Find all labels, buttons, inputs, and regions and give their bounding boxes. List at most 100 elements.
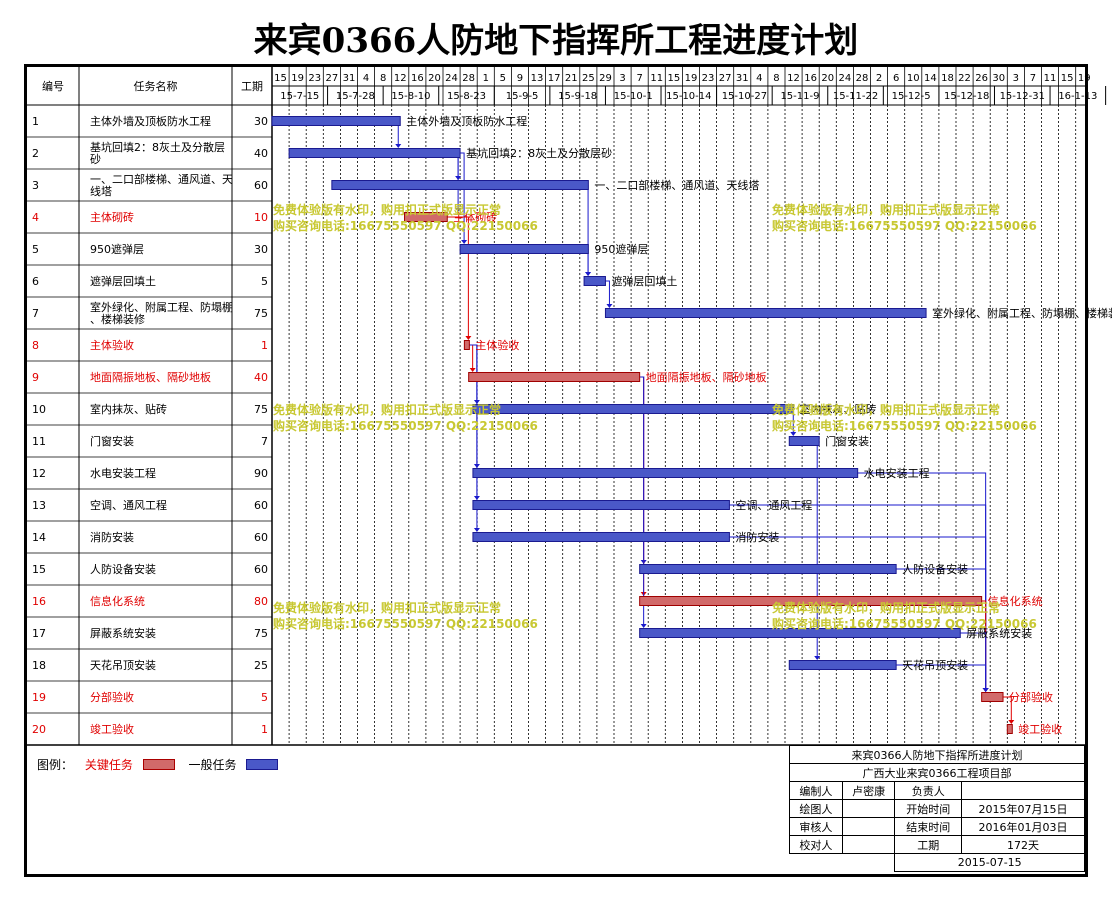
- task-id: 12: [32, 467, 46, 480]
- task-duration: 90: [254, 467, 268, 480]
- dependency-arrow: [395, 144, 402, 148]
- task-name: 室内抹灰、贴砖: [90, 402, 167, 416]
- day-tick-label: 4: [756, 73, 762, 84]
- day-tick-label: 9: [517, 73, 523, 84]
- watermark-text: 免费体验版有水印，购用扣正式版显示正常: [273, 202, 501, 217]
- task-duration: 75: [254, 627, 268, 640]
- watermark-text: 免费体验版有水印，购用扣正式版显示正常: [273, 600, 501, 615]
- watermark-text: 购买咨询电话:16675550597 QQ:22150066: [273, 418, 538, 433]
- watermark-text: 免费体验版有水印，购用扣正式版显示正常: [772, 600, 1000, 615]
- day-tick-label: 15: [1061, 73, 1074, 84]
- week-tick-label: 15-12-31: [1000, 91, 1045, 102]
- dependency-arrow: [585, 272, 592, 276]
- task-name: 消防安装: [90, 530, 134, 544]
- day-tick-label: 28: [462, 73, 475, 84]
- legend-critical-swatch: [142, 759, 175, 770]
- day-tick-label: 7: [636, 73, 642, 84]
- day-tick-label: 27: [325, 73, 338, 84]
- week-tick-label: 15-10-1: [614, 91, 653, 102]
- day-tick-label: 3: [1013, 73, 1019, 84]
- day-tick-label: 23: [308, 73, 321, 84]
- day-tick-label: 23: [702, 73, 715, 84]
- task-bar: [788, 660, 897, 670]
- page-title: 来宾0366人防地下指挥所工程进度计划: [253, 21, 859, 61]
- legend-label: 图例：: [37, 758, 74, 772]
- info-editor: 卢密康: [841, 781, 896, 800]
- task-duration: 75: [254, 403, 268, 416]
- task-id: 18: [32, 659, 46, 672]
- task-bar: [331, 180, 589, 190]
- task-bar: [271, 116, 401, 126]
- day-tick-label: 26: [975, 73, 988, 84]
- dependency-link: [605, 280, 610, 307]
- task-id: 7: [32, 307, 39, 320]
- day-tick-label: 12: [787, 73, 800, 84]
- task-duration: 60: [254, 179, 268, 192]
- dependency-arrow: [640, 624, 647, 628]
- info-owner-label: 负责人: [894, 781, 962, 800]
- task-id: 2: [32, 147, 39, 160]
- task-name: 天花吊顶安装: [90, 658, 156, 672]
- task-bar: [468, 372, 641, 382]
- info-date: 2015-07-15: [894, 853, 1085, 872]
- day-tick-label: 13: [531, 73, 544, 84]
- day-tick-label: 24: [445, 73, 458, 84]
- task-id: 1: [32, 115, 39, 128]
- task-id: 20: [32, 723, 46, 736]
- task-duration: 30: [254, 115, 268, 128]
- info-duration: 172天: [960, 835, 1086, 854]
- day-tick-label: 29: [599, 73, 612, 84]
- dependency-arrow: [461, 240, 468, 244]
- week-tick-label: 16-1-13: [1058, 91, 1097, 102]
- dependency-arrow: [465, 336, 472, 340]
- day-tick-label: 7: [1030, 73, 1036, 84]
- dependency-link: [447, 216, 469, 339]
- day-tick-label: 16: [804, 73, 817, 84]
- task-bar-label: 室外绿化、附属工程、防塌棚、楼梯装修: [932, 306, 1112, 320]
- header-name: 任务名称: [134, 79, 178, 93]
- info-duration-label: 工期: [894, 835, 962, 854]
- task-bar: [639, 564, 897, 574]
- day-tick-label: 19: [685, 73, 698, 84]
- task-duration: 5: [261, 691, 268, 704]
- task-duration: 75: [254, 307, 268, 320]
- task-bar-label: 分部验收: [1009, 690, 1053, 704]
- day-tick-label: 11: [1044, 73, 1057, 84]
- day-tick-label: 6: [893, 73, 899, 84]
- day-tick-label: 20: [821, 73, 834, 84]
- dependency-arrow: [790, 432, 797, 436]
- day-tick-label: 2: [876, 73, 882, 84]
- task-bar-label: 一、二口部楼梯、通风道、天线塔: [594, 178, 759, 192]
- week-tick-label: 15-7-15: [280, 91, 319, 102]
- day-tick-label: 15: [667, 73, 680, 84]
- dependency-arrow: [606, 304, 613, 308]
- task-name: 950遮弹层: [90, 242, 144, 256]
- dependency-link: [639, 376, 645, 627]
- dependency-arrow: [982, 688, 989, 692]
- week-tick-label: 15-10-27: [722, 91, 767, 102]
- week-tick-label: 15-12-5: [892, 91, 931, 102]
- task-name: 竣工验收: [90, 722, 134, 736]
- info-org: 广西大业来宾0366工程项目部: [789, 763, 1085, 782]
- task-bar: [604, 308, 927, 318]
- watermark-text: 免费体验版有水印，购用扣正式版显示正常: [772, 402, 1000, 417]
- task-name: 室外绿化、附属工程、防塌棚: [90, 300, 233, 314]
- task-bar: [788, 436, 820, 446]
- day-tick-label: 31: [343, 73, 356, 84]
- task-bar: [472, 532, 730, 542]
- task-duration: 7: [261, 435, 268, 448]
- day-tick-label: 8: [380, 73, 386, 84]
- task-id: 3: [32, 179, 39, 192]
- day-tick-label: 11: [650, 73, 663, 84]
- info-end: 2016年01月03日: [960, 817, 1086, 836]
- watermark-text: 购买咨询电话:16675550597 QQ:22150066: [772, 418, 1037, 433]
- week-tick-label: 15-10-14: [666, 91, 711, 102]
- day-tick-label: 19: [1078, 73, 1091, 84]
- task-name: 主体外墙及顶板防水工程: [90, 114, 211, 128]
- day-tick-label: 18: [941, 73, 954, 84]
- legend-normal-swatch: [246, 759, 279, 770]
- task-name: 空调、通风工程: [90, 498, 167, 512]
- info-start-label: 开始时间: [894, 799, 962, 818]
- week-tick-label: 15-12-18: [944, 91, 989, 102]
